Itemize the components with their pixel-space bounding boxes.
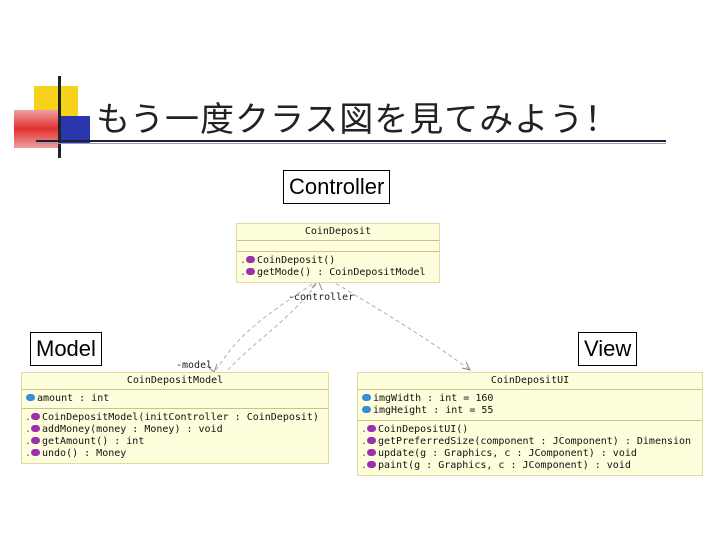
method-icon [367,437,376,444]
controller-label: Controller [283,170,391,204]
attribute-icon [26,394,35,401]
method-row: .getAmount() : int [25,436,145,447]
attributes-section: amount : int [22,390,328,409]
class-coin-deposit-model: CoinDepositModel amount : int .CoinDepos… [21,372,329,464]
class-coin-deposit-ui: CoinDepositUI imgWidth : int = 160 imgHe… [357,372,703,476]
method-icon [367,425,376,432]
arrowhead-view [461,361,471,371]
attribute-row: imgWidth : int = 160 [361,393,699,405]
attributes-section [237,241,439,252]
role-label-model: -model [176,360,213,371]
method-row: .CoinDeposit() [240,255,336,266]
method-icon [31,413,40,420]
method-row: .getPreferredSize(component : JComponent… [361,436,692,447]
method-row: .addMoney(money : Money) : void [25,424,223,435]
method-row: .CoinDepositModel(initController : CoinD… [25,412,319,423]
class-coin-deposit: CoinDeposit .CoinDeposit() .getMode() : … [236,223,440,283]
method-row: .paint(g : Graphics, c : JComponent) : v… [361,460,631,471]
method-icon [246,256,255,263]
title-underline [36,140,666,142]
attribute-row: amount : int [25,393,325,405]
attribute-icon [362,406,371,413]
method-icon [246,268,255,275]
slide-title: もう一度クラス図を見てみよう！ [96,100,620,140]
connector-model-to-controller [227,281,319,371]
method-icon [31,425,40,432]
method-icon [367,449,376,456]
model-label: Model [30,332,102,366]
method-icon [31,449,40,456]
attribute-icon [362,394,371,401]
method-icon [31,437,40,444]
attribute-row: imgHeight : int = 55 [361,405,699,417]
method-row: .update(g : Graphics, c : JComponent) : … [361,448,637,459]
view-label: View [578,332,638,366]
class-name: CoinDepositUI [358,373,702,390]
connector-controller-to-view [329,279,471,371]
class-name: CoinDepositModel [22,373,328,390]
title-underline-shadow [36,143,666,144]
methods-section: .CoinDeposit() .getMode() : CoinDepositM… [237,252,439,282]
class-name: CoinDeposit [237,224,439,241]
method-icon [367,461,376,468]
decor-blue-square [60,116,90,144]
decor-vertical-line [58,76,61,158]
role-label-controller: -controller [288,292,355,303]
methods-section: .CoinDepositModel(initController : CoinD… [22,409,328,463]
method-row: .CoinDepositUI() [361,424,469,435]
attributes-section: imgWidth : int = 160 imgHeight : int = 5… [358,390,702,421]
method-row: .getMode() : CoinDepositModel [240,267,426,278]
method-row: .undo() : Money [25,448,127,459]
methods-section: .CoinDepositUI() .getPreferredSize(compo… [358,421,702,475]
